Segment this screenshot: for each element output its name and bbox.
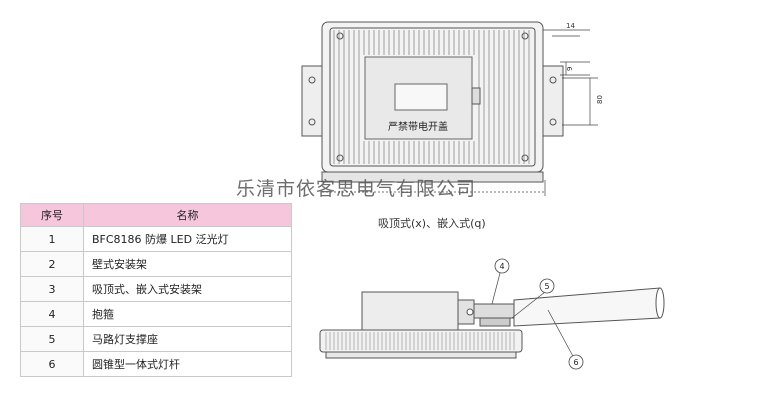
top-view — [301, 21, 564, 183]
row-index: 4 — [20, 301, 84, 327]
svg-text:5: 5 — [544, 282, 549, 291]
row-index: 5 — [20, 326, 84, 352]
table-header-row: 序号 名称 — [20, 203, 292, 227]
table-row: 5 马路灯支撑座 — [20, 326, 292, 352]
row-name: 壁式安装架 — [83, 251, 292, 277]
row-name: 抱箍 — [83, 301, 292, 327]
row-name: BFC8186 防爆 LED 泛光灯 — [83, 226, 292, 252]
table-row: 3 吸顶式、嵌入式安装架 — [20, 276, 292, 302]
table-row: 2 壁式安装架 — [20, 251, 292, 277]
header-index: 序号 — [20, 203, 84, 227]
table-row: 1 BFC8186 防爆 LED 泛光灯 — [20, 226, 292, 252]
row-name: 马路灯支撑座 — [83, 326, 292, 352]
row-index: 6 — [20, 351, 84, 377]
header-name: 名称 — [83, 203, 292, 227]
company-watermark: 乐清市依客思电气有限公司 — [236, 178, 477, 200]
callout-leaders — [491, 272, 576, 361]
callout-4: 4 — [494, 258, 510, 274]
dimension-9: 9 — [566, 67, 574, 71]
row-name: 吸顶式、嵌入式安装架 — [83, 276, 292, 302]
row-index: 2 — [20, 251, 84, 277]
dimension-14: 14 — [566, 22, 575, 30]
callout-5: 5 — [539, 278, 555, 294]
panel-label: 严禁带电开盖 — [388, 120, 448, 133]
svg-text:6: 6 — [573, 358, 578, 367]
callout-6: 6 — [568, 354, 584, 370]
table-row: 4 抱箍 — [20, 301, 292, 327]
row-index: 1 — [20, 226, 84, 252]
svg-text:4: 4 — [499, 262, 504, 271]
row-name: 圆锥型一体式灯杆 — [83, 351, 292, 377]
row-index: 3 — [20, 276, 84, 302]
side-view — [319, 287, 665, 359]
dimension-lines — [322, 29, 598, 196]
dimension-80: 80 — [596, 95, 604, 104]
table-row: 6 圆锥型一体式灯杆 — [20, 351, 292, 377]
parts-table: 序号 名称 1 BFC8186 防爆 LED 泛光灯 2 壁式安装架 3 吸顶式… — [20, 203, 292, 377]
mounting-caption: 吸顶式(x)、嵌入式(q) — [378, 217, 486, 230]
